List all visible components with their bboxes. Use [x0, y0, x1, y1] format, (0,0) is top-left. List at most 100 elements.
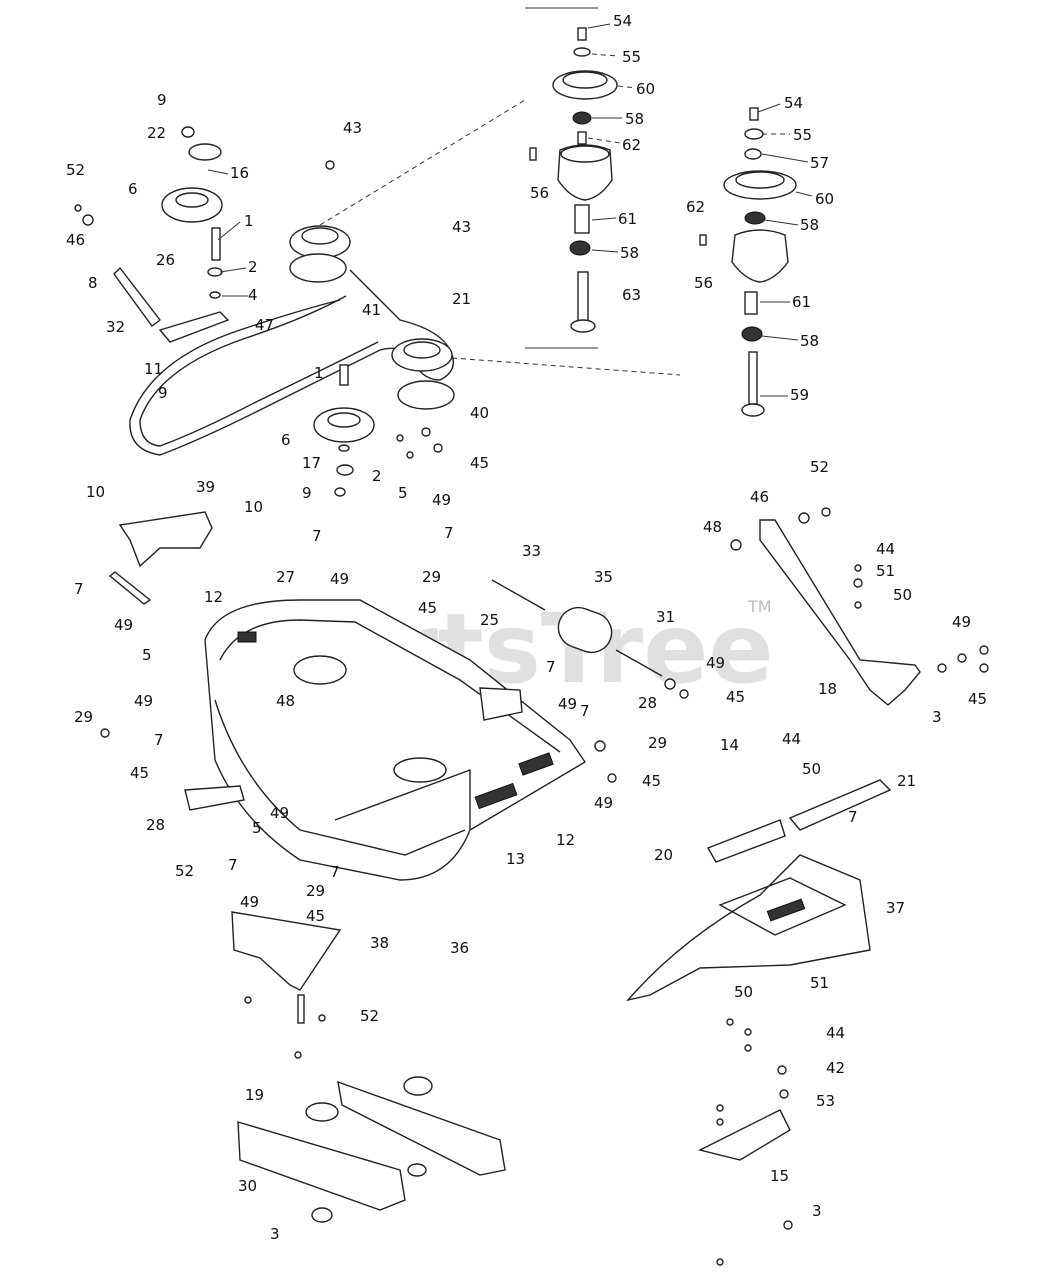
callout-51b: 51	[810, 974, 829, 992]
bearing-58	[572, 111, 592, 125]
callout-49d: 49	[114, 616, 133, 634]
callout-50c: 50	[734, 983, 753, 1001]
callout-57: 57	[810, 154, 829, 172]
spindle-housing-b	[731, 229, 789, 283]
spindle-assembly-right	[699, 103, 813, 417]
callout-35: 35	[594, 568, 613, 586]
callout-49j: 49	[952, 613, 971, 631]
callout-43: 43	[343, 119, 362, 137]
callout-22: 22	[147, 124, 166, 142]
callout-6: 6	[128, 180, 138, 198]
callout-16: 16	[230, 164, 249, 182]
callout-51: 51	[876, 562, 895, 580]
callout-49g: 49	[594, 794, 613, 812]
callout-45g: 45	[968, 690, 987, 708]
callout-25: 25	[480, 611, 499, 629]
callout-39: 39	[196, 478, 215, 496]
callout-49f: 49	[558, 695, 577, 713]
callout-11: 11	[144, 360, 163, 378]
skid-28	[184, 785, 245, 811]
callout-48: 48	[276, 692, 295, 710]
callout-60b: 60	[815, 190, 834, 208]
callout-58c: 58	[800, 216, 819, 234]
callout-13: 13	[506, 850, 525, 868]
callout-42: 42	[826, 1059, 845, 1077]
washer-55	[573, 47, 591, 57]
callout-5c: 5	[252, 819, 262, 837]
blade-30b	[337, 1080, 506, 1176]
spindle-bolt-54	[577, 27, 587, 41]
hardware-dots	[74, 160, 989, 1266]
callout-45c: 45	[130, 764, 149, 782]
callout-7d: 7	[154, 731, 164, 749]
callout-49h: 49	[270, 804, 289, 822]
roller-assembly	[491, 579, 663, 677]
roller-axle-33	[491, 579, 546, 611]
callout-6b: 6	[281, 431, 291, 449]
deck-shell-36	[204, 599, 586, 881]
callout-5: 5	[398, 484, 408, 502]
callout-21: 21	[452, 290, 471, 308]
callout-21b: 21	[897, 772, 916, 790]
callout-27: 27	[276, 568, 295, 586]
drive-belt-41	[129, 269, 454, 456]
callout-45d: 45	[726, 688, 745, 706]
callout-26: 26	[156, 251, 175, 269]
callout-58d: 58	[800, 332, 819, 350]
callout-59: 59	[790, 386, 809, 404]
spindle-housing	[557, 144, 613, 201]
spindle-pulley-60	[552, 70, 618, 100]
callout-2b: 2	[372, 467, 382, 485]
callout-3b: 3	[932, 708, 942, 726]
bracket-15	[697, 1109, 791, 1161]
callout-17: 17	[302, 454, 321, 472]
callout-19: 19	[245, 1086, 264, 1104]
callout-38: 38	[370, 934, 389, 952]
callout-37: 37	[886, 899, 905, 917]
callout-54: 54	[613, 12, 632, 30]
callout-45: 45	[470, 454, 489, 472]
right-side-brackets	[626, 519, 921, 1161]
callout-7: 7	[312, 527, 322, 545]
callout-41: 41	[362, 301, 381, 319]
decal-13	[474, 782, 518, 810]
callout-7b: 7	[444, 524, 454, 542]
callout-44b: 44	[782, 730, 801, 748]
mower-deck-housing	[108, 511, 586, 1024]
callout-3: 3	[270, 1225, 280, 1243]
callout-2: 2	[248, 258, 258, 276]
callout-9c: 9	[302, 484, 312, 502]
callout-28b: 28	[638, 694, 657, 712]
idler-arm-26	[158, 311, 230, 343]
callout-4: 4	[248, 286, 258, 304]
roller-shaft-31	[615, 649, 663, 677]
callout-29: 29	[422, 568, 441, 586]
bracket-25	[479, 687, 523, 721]
pulley-top	[289, 225, 351, 259]
callout-52b: 52	[175, 862, 194, 880]
callout-12b: 12	[556, 831, 575, 849]
callout-55b: 55	[793, 126, 812, 144]
deflector-38	[231, 911, 342, 991]
chute-bracket-39	[118, 511, 213, 568]
decal-12	[237, 631, 257, 643]
baffle-37	[626, 854, 871, 1002]
callout-10b: 10	[244, 498, 263, 516]
callout-49b: 49	[330, 570, 349, 588]
callout-7e: 7	[74, 580, 84, 598]
callout-15: 15	[770, 1167, 789, 1185]
callout-29b: 29	[74, 708, 93, 726]
blade-adapter-19	[305, 1102, 339, 1122]
callout-43b: 43	[452, 218, 471, 236]
belt-drive-assembly	[113, 99, 681, 497]
spring-32	[113, 266, 161, 327]
callout-45e: 45	[642, 772, 661, 790]
callout-50b: 50	[802, 760, 821, 778]
callout-40: 40	[470, 404, 489, 422]
callout-49c: 49	[706, 654, 725, 672]
callout-9b: 9	[158, 384, 168, 402]
callout-7i: 7	[848, 808, 858, 826]
callout-44: 44	[876, 540, 895, 558]
callout-56b: 56	[694, 274, 713, 292]
